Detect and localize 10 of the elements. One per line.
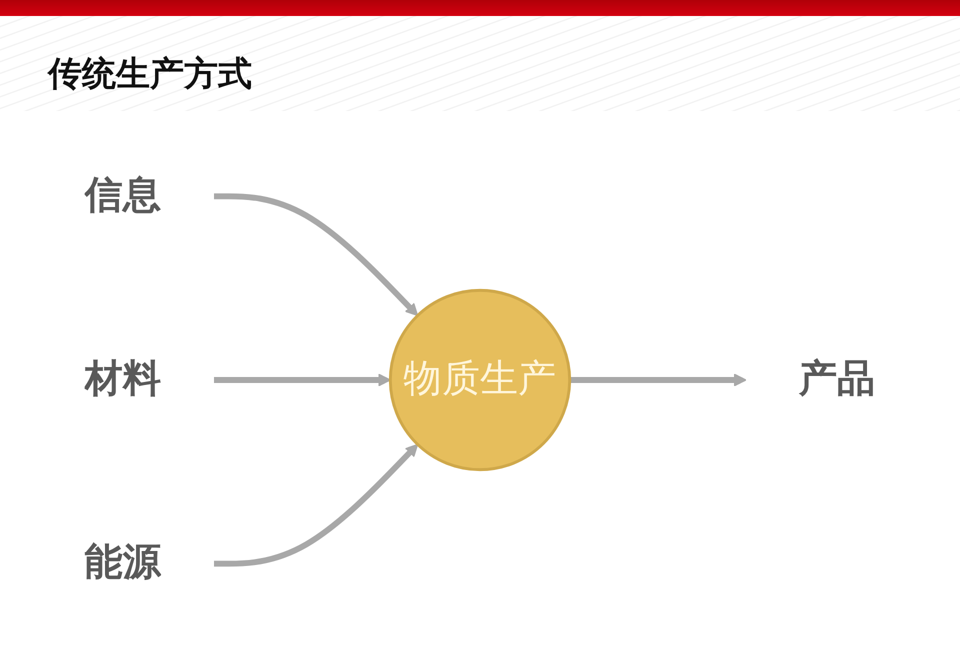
- node-text: 产品: [798, 357, 876, 402]
- arrow: [214, 374, 391, 386]
- node-circle: 物质生产: [388, 288, 572, 472]
- arrow: [214, 444, 418, 567]
- arrow: [570, 374, 747, 386]
- node-text: 信息: [84, 174, 162, 218]
- arrow: [214, 193, 418, 316]
- node-text: 材料: [84, 357, 162, 402]
- node-text: 能源: [84, 540, 162, 586]
- diagram-title: 传统生产方式: [48, 53, 252, 96]
